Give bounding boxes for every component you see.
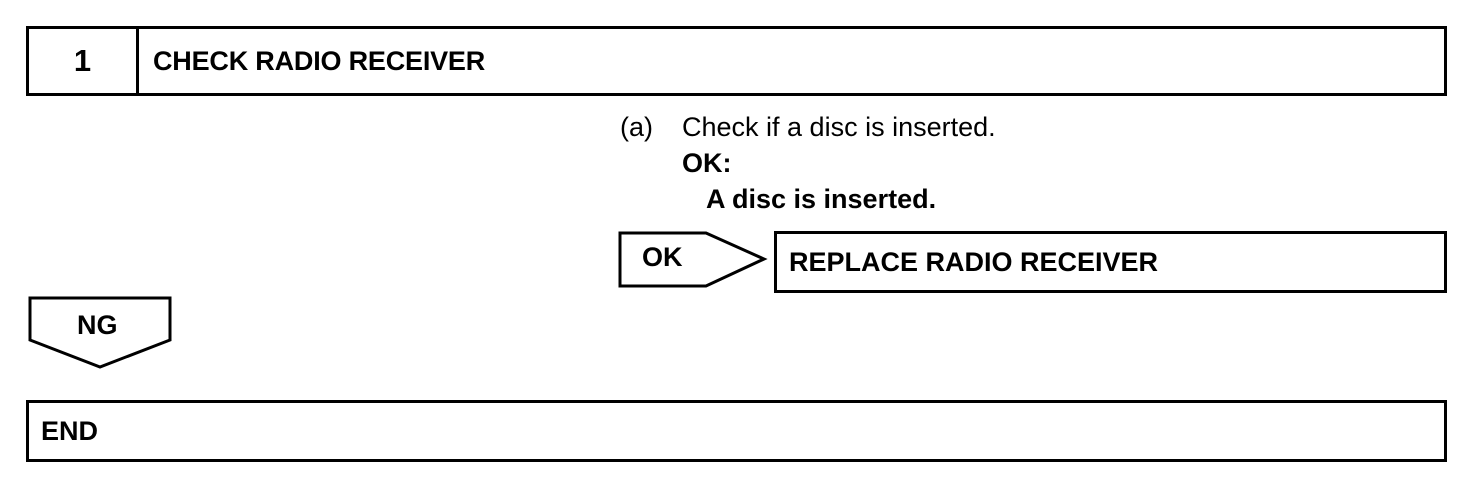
- ok-heading: OK:: [682, 148, 732, 178]
- ok-result-box: REPLACE RADIO RECEIVER: [774, 231, 1447, 293]
- instruction-item-text: Check if a disc is inserted.: [682, 112, 996, 142]
- step-title: CHECK RADIO RECEIVER: [153, 46, 486, 76]
- step-number: 1: [29, 29, 139, 93]
- end-box: END: [26, 400, 1447, 462]
- ok-result-text: REPLACE RADIO RECEIVER: [789, 247, 1159, 277]
- ok-condition: A disc is inserted.: [706, 184, 937, 214]
- step-header: 1 CHECK RADIO RECEIVER: [26, 26, 1447, 96]
- ng-branch-label: NG: [77, 310, 118, 340]
- ok-branch-label: OK: [642, 242, 683, 272]
- end-text: END: [41, 416, 99, 446]
- instruction-item-label: (a): [620, 112, 653, 142]
